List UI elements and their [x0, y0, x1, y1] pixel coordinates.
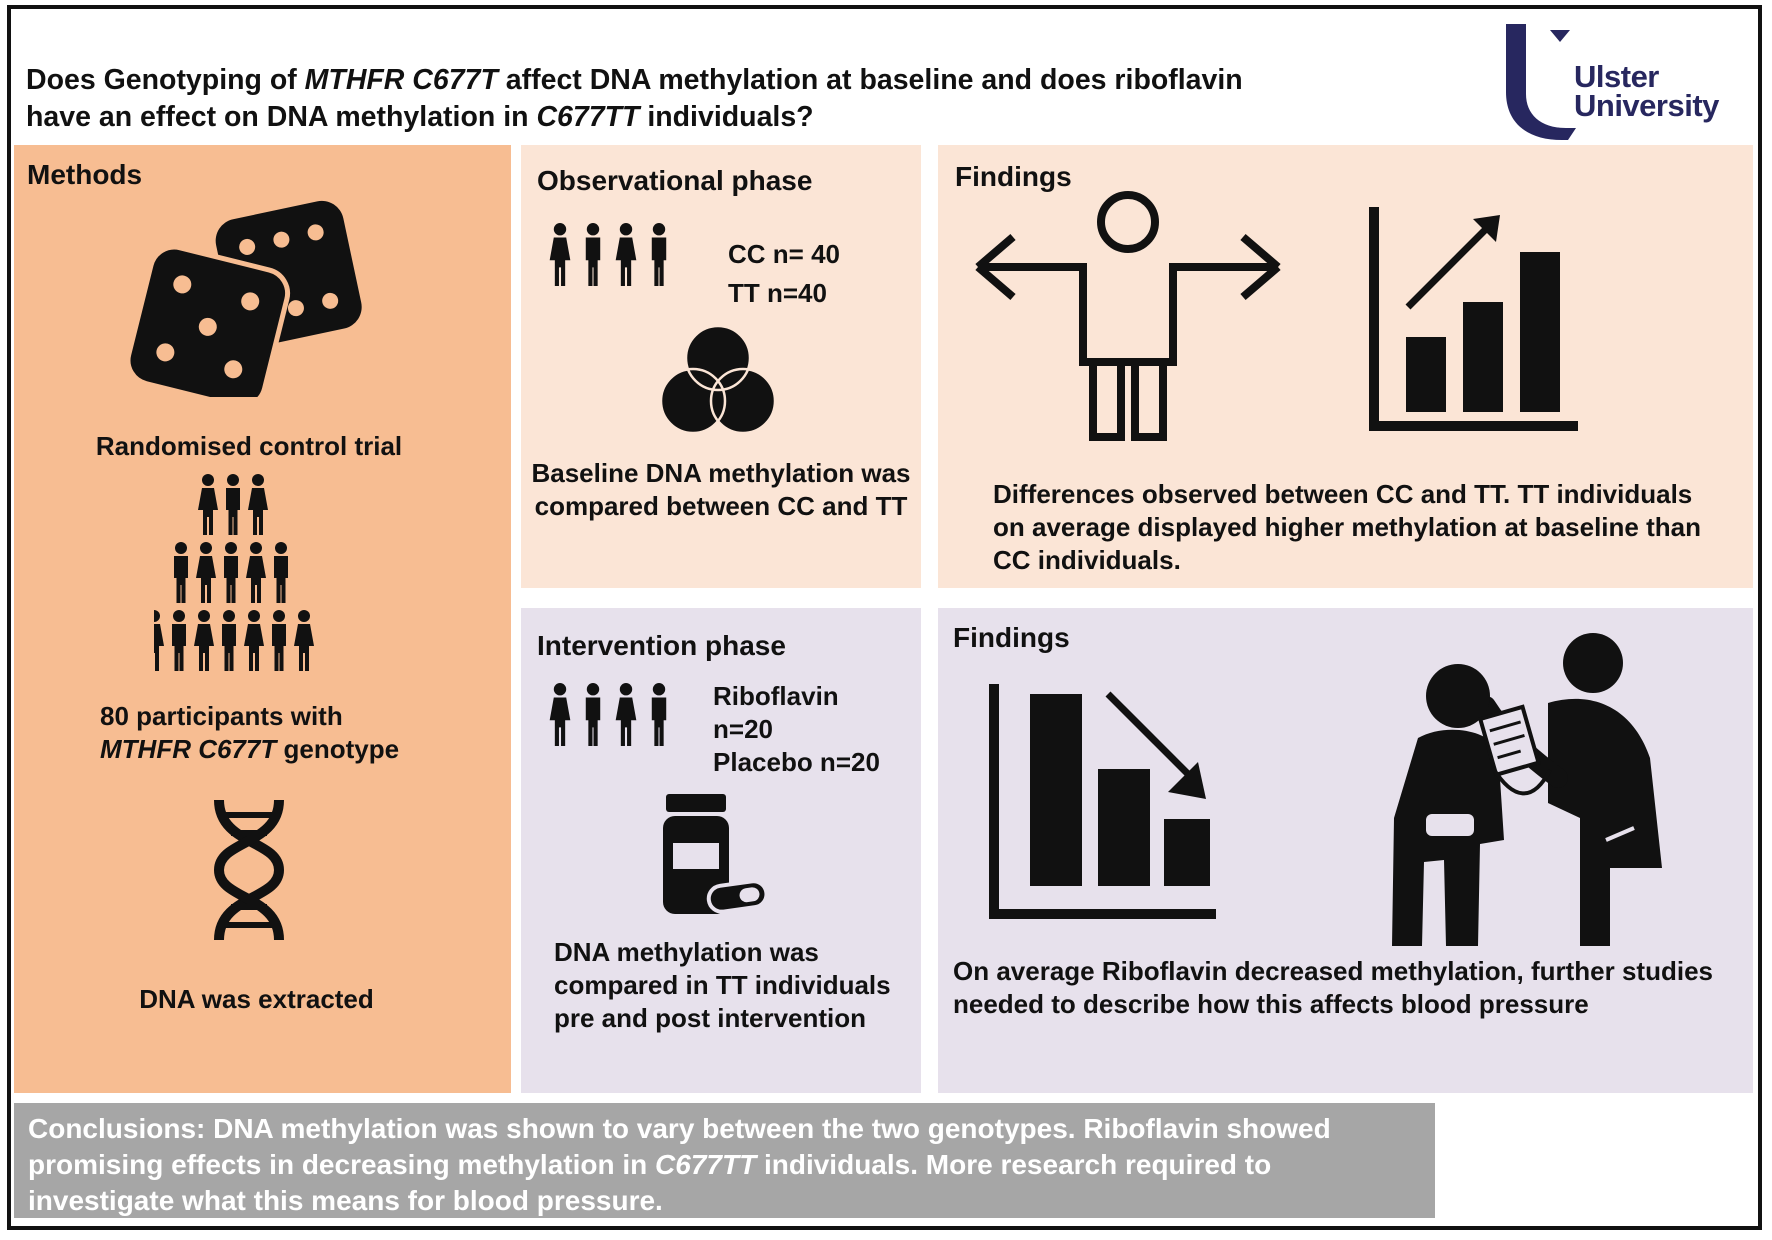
riboflavin-count: Riboflavin n=20	[713, 681, 839, 744]
logo-text: Ulster University	[1574, 59, 1719, 123]
dice-icon	[125, 200, 362, 397]
findings-observational-text: Differences observed between CC and TT. …	[993, 479, 1701, 575]
methods-panel: Methods Randomised control trial 80 part…	[14, 145, 511, 1093]
venn-diagram-icon	[659, 324, 777, 435]
pill-bottle-icon	[663, 794, 769, 914]
ulster-university-logo	[1506, 24, 1576, 140]
people-group-icon	[549, 683, 667, 746]
observational-heading: Observational phase	[537, 165, 813, 196]
rct-caption: Randomised control trial	[95, 431, 403, 461]
intervention-description: DNA methylation was compared in TT indiv…	[554, 937, 891, 1033]
dna-icon	[213, 799, 285, 941]
bar-chart-increase-icon	[1369, 207, 1578, 431]
intervention-heading: Intervention phase	[537, 630, 786, 661]
findings-intervention-panel: Findings On average Riboflavin decreased…	[938, 608, 1753, 1093]
conclusions-box: Conclusions: DNA methylation was shown t…	[14, 1103, 1435, 1218]
dna-caption: DNA was extracted	[139, 984, 374, 1014]
tt-count: TT n=40	[728, 278, 827, 308]
observational-panel: Observational phase CC n= 40 TT n=40 Bas…	[521, 145, 921, 588]
bar-chart-decrease-icon	[989, 684, 1216, 919]
placebo-count: Placebo n=20	[713, 747, 880, 777]
findings-intervention-text: On average Riboflavin decreased methylat…	[953, 956, 1713, 1019]
findings-observational-panel: Findings Differences observed between CC…	[938, 145, 1753, 588]
cc-count: CC n= 40	[728, 239, 840, 269]
page-title: Does Genotyping of MTHFR C677T affect DN…	[26, 64, 1243, 133]
findings-heading: Findings	[953, 622, 1070, 653]
participants-caption: 80 participants with MTHFR C677T genotyp…	[100, 701, 400, 764]
person-arms-outstretched-icon	[975, 191, 1281, 441]
findings-heading: Findings	[955, 161, 1072, 192]
intervention-panel: Intervention phase Riboflavin n=20 Place…	[521, 608, 921, 1093]
participants-group-icon	[154, 474, 314, 671]
methods-heading: Methods	[27, 159, 143, 190]
doctor-patient-icon	[1392, 633, 1662, 946]
people-group-icon	[549, 223, 667, 286]
observational-description: Baseline DNA methylation was compared be…	[531, 458, 911, 521]
